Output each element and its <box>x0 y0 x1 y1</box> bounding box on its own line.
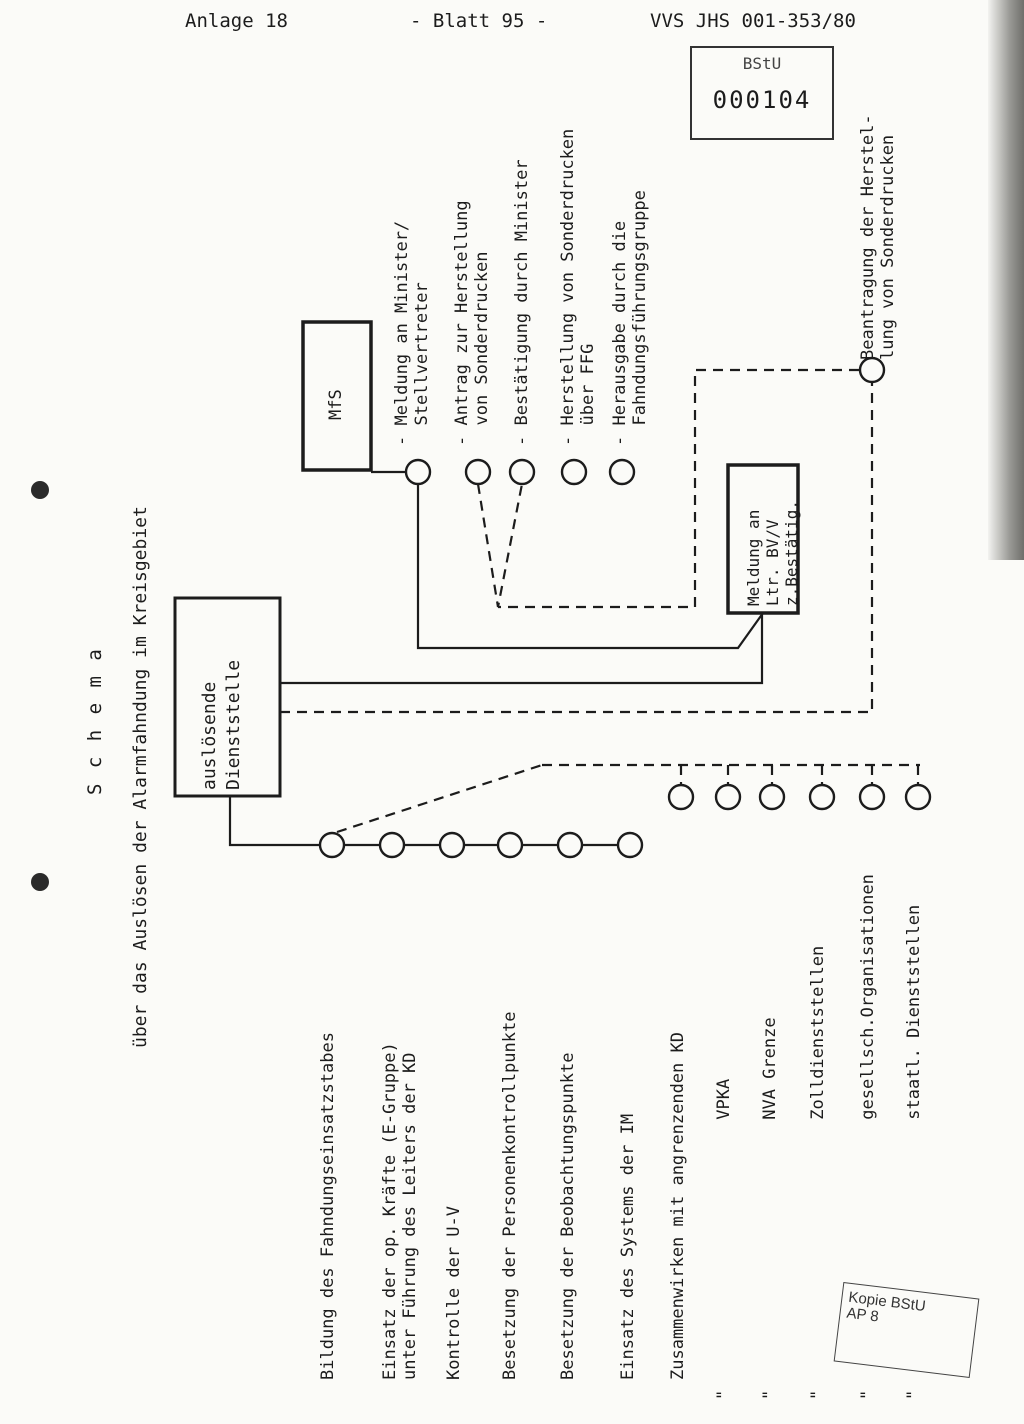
measure-6: Einsatz des Systems der IM <box>618 1114 638 1380</box>
node-cooperation-3 <box>758 783 786 811</box>
mfs-step-5: - Herausgabe durch die Fahndungsführungs… <box>610 190 650 446</box>
box-mfs <box>301 320 373 472</box>
box-ausloesende-dienststelle <box>173 596 282 798</box>
mfs-step-4: - Herstellung von Sonderdrucken über FFG <box>558 129 598 446</box>
measure-4: Besetzung der Personenkontrollpunkte <box>500 1012 520 1380</box>
node-cooperation-5 <box>858 783 886 811</box>
node-mfs-step-4 <box>560 458 588 486</box>
node-measure-3 <box>438 831 466 859</box>
cooperation-label: Zolldienststellen <box>808 945 828 1120</box>
node-measure-4 <box>496 831 524 859</box>
measure-line: unter Führung des Leiters der KD <box>400 1052 420 1380</box>
step-line: - Herausgabe durch die <box>610 220 630 446</box>
node-mfs-step-2 <box>464 458 492 486</box>
node-measure-6 <box>616 831 644 859</box>
measure-line: Besetzung der Personenkontrollpunkte <box>500 1011 520 1380</box>
measure-3: Kontrolle der U-V <box>444 1206 464 1380</box>
mfs-step-3: - Bestätigung durch Minister <box>512 159 532 446</box>
label-beantragung: Beantragung der Herstel- lung von Sonder… <box>858 114 898 360</box>
box-line: Meldung an <box>744 509 763 606</box>
node-mfs-step-5 <box>608 458 636 486</box>
node-cooperation-2 <box>714 783 742 811</box>
beantragung-line: lung von Sonderdrucken <box>878 134 898 360</box>
diagram-title: S c h e m a <box>84 647 106 795</box>
scan-edge <box>988 0 1024 560</box>
label-mfs: MfS <box>326 389 346 420</box>
step-line: - Meldung an Minister/ <box>392 220 412 446</box>
ditto-mark: " <box>858 1389 878 1400</box>
cooperation-label: VPKA <box>714 1078 734 1120</box>
stamp-line-1: BStU <box>742 54 782 73</box>
cooperation-2: " VPKA <box>714 1079 734 1400</box>
dashed-line-antrag-bestaetigung <box>476 483 524 608</box>
cooperation-4: " Zolldienststellen <box>808 946 828 1400</box>
beantragung-line: Beantragung der Herstel- <box>858 114 878 360</box>
ditto-mark: " <box>904 1389 924 1400</box>
node-measure-1 <box>318 831 346 859</box>
node-measure-5 <box>556 831 584 859</box>
cooperation-label: staatl. Dienststellen <box>904 904 924 1120</box>
label-ausloesende-dienststelle: auslösende Dienststelle <box>198 660 246 790</box>
node-measure-2 <box>378 831 406 859</box>
line-box-to-measures <box>228 796 320 847</box>
cooperation-3: " NVA Grenze <box>760 1017 780 1400</box>
node-mfs-step-3 <box>508 458 536 486</box>
ditto-mark: " <box>808 1389 828 1400</box>
measure-5: Besetzung der Beobachtungspunkte <box>558 1052 578 1380</box>
step-line: von Sonderdrucken <box>472 251 492 446</box>
line-dienststelle-to-meldung <box>280 613 764 685</box>
stamp-page-number: 000104 <box>712 86 812 114</box>
header-annex: Anlage 18 <box>185 10 288 32</box>
cooperation-label: gesellsch.Organisationen <box>858 874 878 1120</box>
box-line: Dienststelle <box>223 659 244 790</box>
bstu-archive-stamp: BStU 000104 <box>690 46 834 140</box>
kopie-bstu-stamp: Kopie BStU AP 8 <box>833 1281 980 1379</box>
label-meldung: Meldung an Ltr. BV/V z.Bestätig. <box>744 500 801 606</box>
mfs-step-1: - Meldung an Minister/ Stellvertreter <box>392 221 432 446</box>
measure-line: Kontrolle der U-V <box>444 1206 464 1380</box>
measure-line: Einsatz der op. Kräfte (E-Gruppe) <box>380 1042 400 1380</box>
node-mfs-step-1 <box>404 458 432 486</box>
measure-1: Bildung des Fahndungseinsatzstabes <box>318 1032 338 1380</box>
measure-line: Einsatz des Systems der IM <box>618 1113 638 1380</box>
cooperation-label: Zusammenwirken mit angrenzenden KD <box>668 1032 688 1380</box>
punch-holes <box>31 481 49 891</box>
step-line: - Antrag zur Herstellung <box>452 200 472 446</box>
line-meldung-to-first-step <box>416 484 764 650</box>
measure-line: Besetzung der Beobachtungspunkte <box>558 1052 578 1380</box>
measure-line: Bildung des Fahndungseinsatzstabes <box>318 1032 338 1380</box>
header-reference: VVS JHS 001-353/80 <box>650 10 856 32</box>
mfs-step-2: - Antrag zur Herstellung von Sonderdruck… <box>452 200 492 446</box>
dashed-line-estab-to-bus <box>336 763 543 834</box>
cooperation-label: NVA Grenze <box>760 1017 780 1120</box>
measure-2: Einsatz der op. Kräfte (E-Gruppe) unter … <box>380 1042 420 1380</box>
step-line: Stellvertreter <box>412 282 432 446</box>
box-line: Ltr. BV/V <box>763 519 782 606</box>
header-sheet: - Blatt 95 - <box>410 10 548 32</box>
diagram-subtitle: über das Auslösen der Alarmfahndung im K… <box>130 506 151 1048</box>
box-line: z.Bestätig. <box>782 500 801 606</box>
cooperation-1: Zusammenwirken mit angrenzenden KD <box>668 1032 688 1380</box>
step-line: Fahndungsführungsgruppe <box>630 190 650 446</box>
ditto-mark: " <box>714 1389 734 1400</box>
step-line: - Bestätigung durch Minister <box>512 159 532 446</box>
node-cooperation-6 <box>904 783 932 811</box>
node-cooperation-4 <box>808 783 836 811</box>
box-line: auslösende <box>199 681 220 790</box>
step-line: - Herstellung von Sonderdrucken <box>558 128 578 446</box>
ditto-mark: " <box>760 1389 780 1400</box>
node-cooperation-1 <box>667 783 695 811</box>
dashed-line-beantragung-ffg <box>498 368 859 609</box>
step-line: über FFG <box>578 343 598 446</box>
node-beantragung <box>858 356 886 384</box>
